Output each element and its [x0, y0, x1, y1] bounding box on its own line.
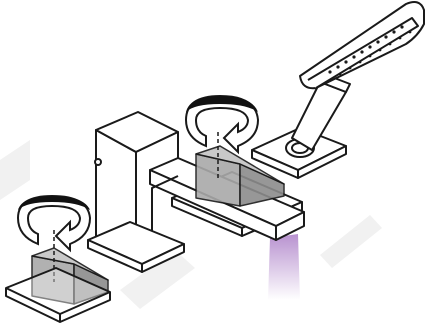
water-stream: [268, 234, 300, 300]
rotation-arrow-icon: [18, 196, 90, 250]
hand-shower: [252, 2, 424, 178]
rotation-arrow-icon: [186, 96, 258, 152]
